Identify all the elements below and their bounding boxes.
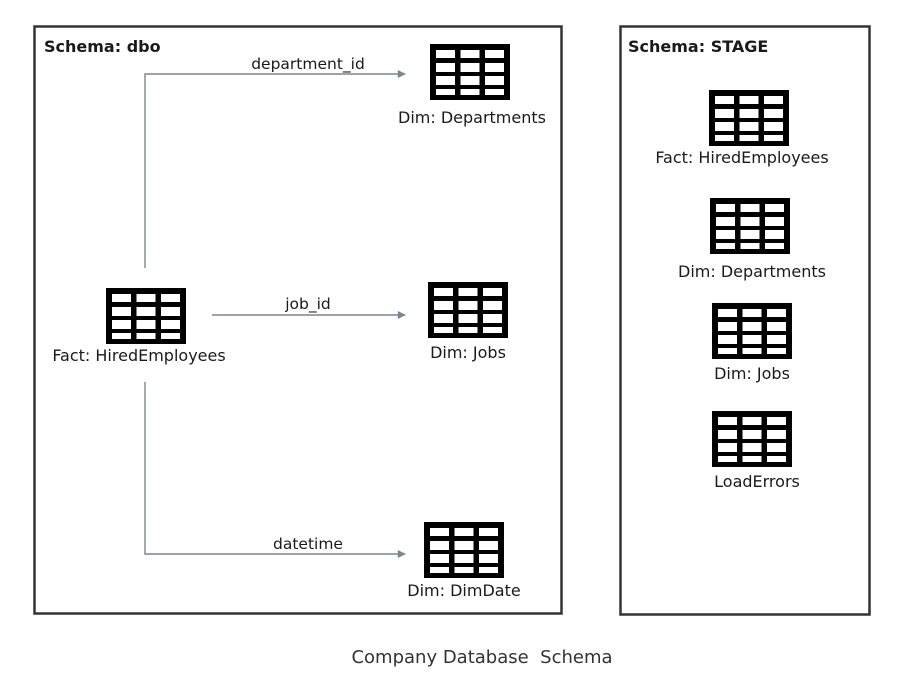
table-icon (712, 303, 792, 359)
node-label: LoadErrors (714, 472, 800, 491)
cluster-dbo-label: Schema: dbo (44, 37, 161, 56)
table-icon (430, 44, 510, 100)
table-icon (428, 282, 508, 338)
cluster-stage-label: Schema: STAGE (628, 37, 768, 56)
node-label: Dim: Departments (398, 108, 546, 127)
node-stage-dim-jobs[interactable]: Dim: Jobs (712, 303, 792, 383)
node-label: Dim: Jobs (714, 364, 790, 383)
node-label: Dim: Departments (678, 262, 826, 281)
node-stage-fact-hiredemployees[interactable]: Fact: HiredEmployees (655, 90, 829, 167)
node-label: Dim: Jobs (430, 343, 506, 362)
node-dbo-dim-jobs[interactable]: Dim: Jobs (428, 282, 508, 362)
node-stage-loaderrors[interactable]: LoadErrors (712, 411, 800, 491)
node-label: Fact: HiredEmployees (655, 148, 828, 167)
node-dbo-fact-hiredemployees[interactable]: Fact: HiredEmployees (52, 288, 226, 365)
cluster-dbo-border (33, 25, 563, 615)
node-dbo-dim-dimdate[interactable]: Dim: DimDate (407, 522, 521, 600)
edge-label-datetime: datetime (273, 535, 343, 553)
table-icon (710, 198, 790, 254)
edge-line-date (144, 382, 406, 558)
edge-to-jobs: job_id (212, 295, 406, 319)
table-icon (712, 411, 792, 467)
table-icon (106, 288, 186, 344)
cluster-stage-border (619, 25, 871, 616)
edge-to-departments: department_id (144, 55, 406, 268)
edge-label-department-id: department_id (251, 55, 365, 74)
table-icon (709, 90, 789, 146)
node-stage-dim-departments[interactable]: Dim: Departments (678, 198, 826, 281)
node-label: Fact: HiredEmployees (52, 346, 225, 365)
node-label: Dim: DimDate (407, 581, 520, 600)
node-dbo-dim-departments[interactable]: Dim: Departments (398, 44, 546, 127)
edge-label-job-id: job_id (284, 295, 331, 314)
diagram-caption: Company Database Schema (351, 647, 612, 668)
table-icon (424, 522, 504, 578)
cluster-stage: Schema: STAGE (619, 25, 871, 616)
cluster-dbo: Schema: dbo (33, 25, 563, 615)
edge-to-date: datetime (144, 382, 406, 558)
edge-line-departments (144, 70, 406, 268)
